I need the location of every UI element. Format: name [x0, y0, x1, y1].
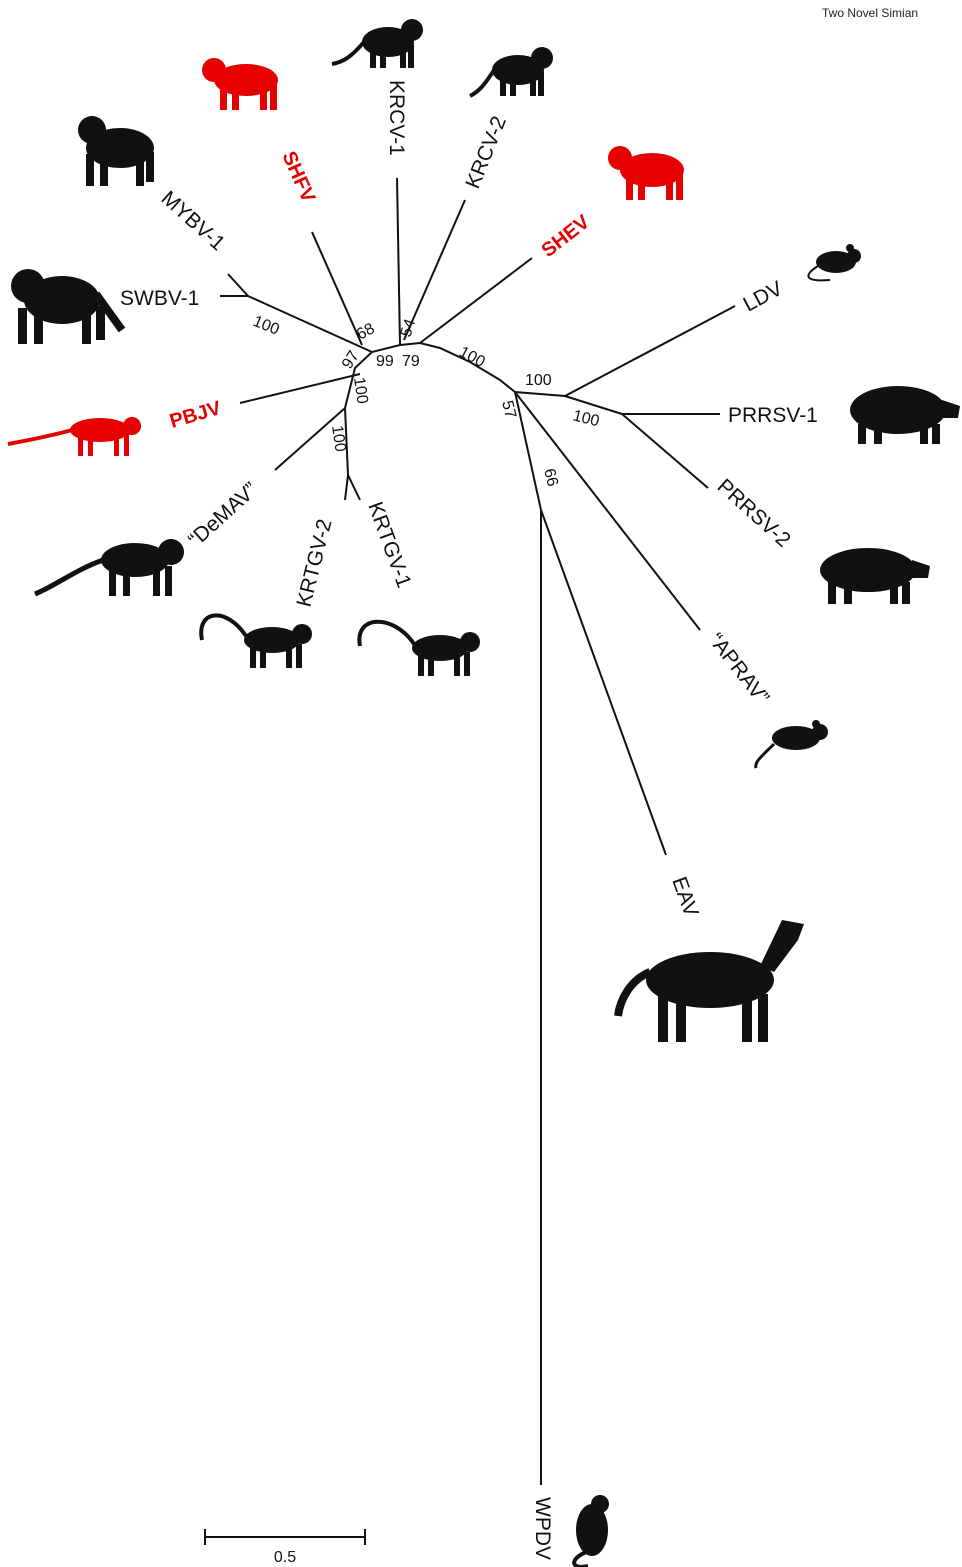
bootstrap-b100-pbjv: 100 [350, 376, 371, 405]
eav-host-icon [618, 920, 804, 1042]
prrsv1-host-icon [850, 386, 960, 444]
taxon-swbv1: SWBV-1 [120, 287, 199, 310]
wpdv-host-icon [574, 1495, 609, 1567]
bootstrap-b79: 79 [402, 353, 420, 370]
host-silhouettes [8, 19, 960, 1567]
branch-prrsv2 [622, 414, 708, 488]
taxon-prrsv1: PRRSV-1 [728, 404, 818, 427]
taxon-shfv: SHFV [277, 148, 319, 206]
taxon-aprav: “APRAV” [704, 629, 774, 709]
bootstrap-b99: 99 [376, 353, 394, 370]
bootstrap-b66: 66 [540, 467, 561, 488]
taxon-demav: “DeMAV” [184, 478, 262, 552]
branch-krcv2 [404, 200, 465, 340]
branch-aprav [515, 392, 700, 630]
tree-branches [220, 178, 735, 1485]
taxon-shev: SHEV [538, 211, 595, 262]
bootstrap-b57: 57 [498, 399, 519, 420]
bootstrap-b54: 54 [398, 317, 420, 339]
mybv1-host-icon [78, 116, 154, 186]
branch-mybv1 [228, 274, 248, 296]
taxon-krtgv2: KRTGV-2 [293, 517, 337, 609]
bootstrap-b100-swbv: 100 [251, 313, 282, 339]
taxon-krcv2: KRCV-2 [461, 113, 511, 192]
scale-bar: 0.5 [205, 1529, 365, 1566]
taxon-krtgv1: KRTGV-1 [363, 499, 415, 591]
taxon-pbjv: PBJV [167, 397, 224, 433]
taxon-labels: KRCV-1 KRCV-2 SHEV SHFV MYBV-1 SWBV-1 PB… [120, 80, 818, 1560]
ldv-host-icon [808, 244, 861, 280]
branch-krtgv2 [345, 475, 348, 500]
bootstrap-b100-krtgv: 100 [328, 424, 349, 453]
aprav-host-icon [756, 720, 828, 768]
krtgv1-host-icon [359, 622, 480, 676]
prrsv2-host-icon [820, 548, 930, 604]
bootstrap-b100-arteri: 100 [525, 372, 552, 389]
krcv2-host-icon [470, 47, 553, 96]
krtgv2-host-icon [201, 615, 312, 668]
shev-host-icon [608, 146, 684, 200]
scale-bar-label: 0.5 [274, 1549, 296, 1566]
pbjv-host-icon [8, 417, 141, 456]
bootstrap-b100-root: 100 [456, 344, 488, 372]
taxon-krcv1: KRCV-1 [385, 80, 408, 156]
taxon-ldv: LDV [740, 277, 787, 316]
taxon-prrsv2: PRRSV-2 [713, 475, 795, 552]
taxon-mybv1: MYBV-1 [157, 187, 230, 256]
taxon-wpdv: WPDV [531, 1497, 554, 1560]
branch-pbjv [240, 374, 360, 403]
demav-host-icon [35, 539, 184, 596]
taxon-eav: EAV [667, 874, 702, 920]
branch-krcv1 [397, 178, 400, 345]
bootstrap-b68: 68 [354, 320, 378, 343]
swbv1-host-icon [11, 269, 122, 344]
bootstrap-b97: 97 [339, 348, 363, 372]
branch-krtgv1 [348, 475, 360, 500]
branch-shev [420, 258, 532, 343]
branch-ldv [565, 306, 735, 396]
bootstrap-b100-prrsv: 100 [571, 407, 601, 430]
shfv-host-icon [202, 58, 278, 110]
krcv1-host-icon [332, 19, 423, 68]
